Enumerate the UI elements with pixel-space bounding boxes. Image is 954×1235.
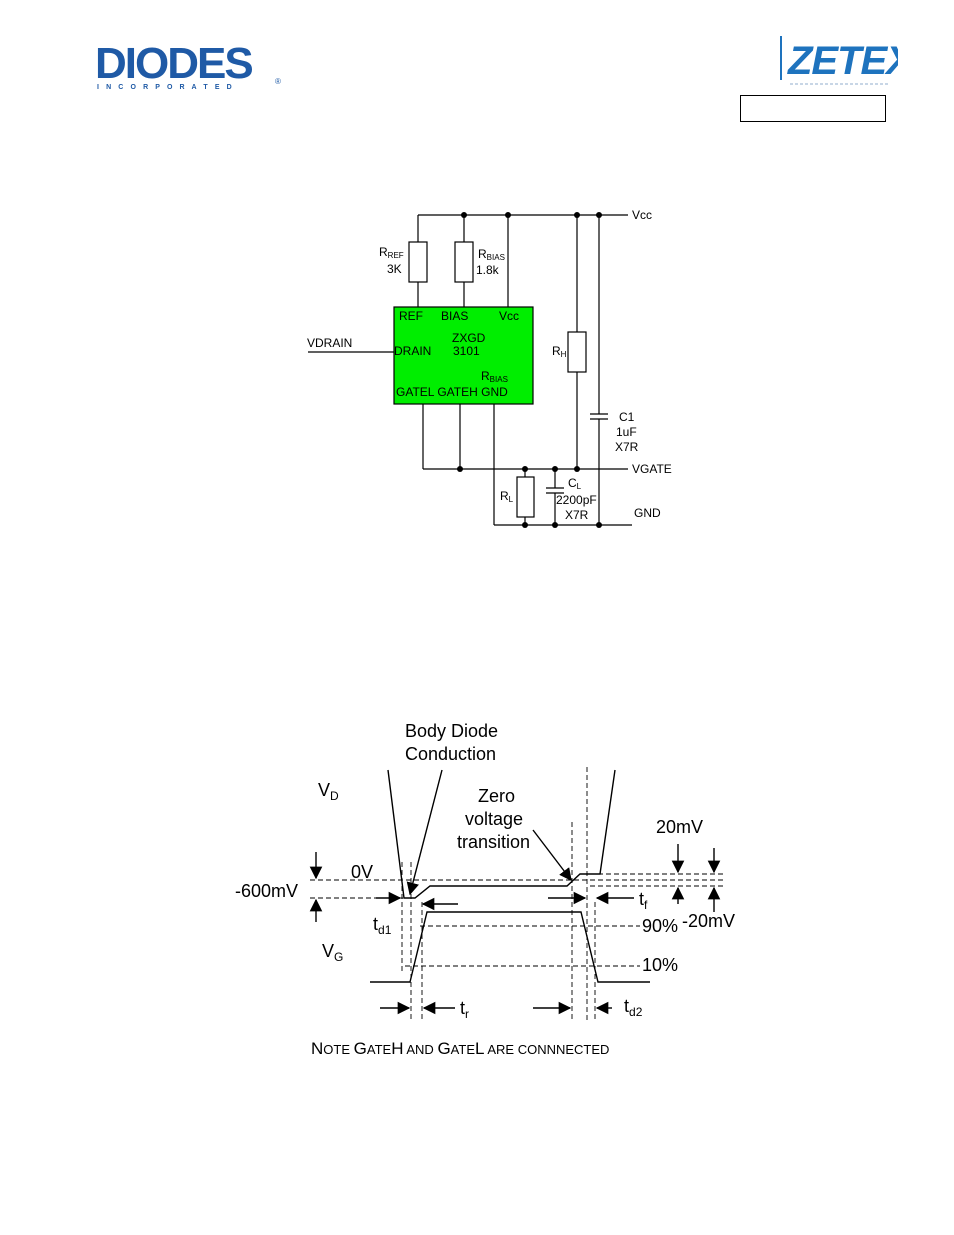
rl-label: RL — [500, 489, 514, 504]
junction-dot — [574, 466, 580, 472]
body-diode-pointer — [410, 770, 442, 894]
c1-type: X7R — [615, 440, 639, 454]
cl-label: CL — [568, 476, 582, 491]
junction-dot — [552, 466, 558, 472]
td2-label-sub: d2 — [629, 1005, 643, 1019]
ic-pin-rbias-sub: BIAS — [490, 375, 508, 384]
td2-label: td2 — [624, 996, 643, 1019]
zero-label-2: voltage — [465, 809, 523, 829]
ic-pin-vcc: Vcc — [499, 309, 519, 323]
ic-part-line2: 3101 — [453, 344, 480, 358]
ic-pin-ref: REF — [399, 309, 423, 323]
rref-resistor — [409, 242, 427, 282]
cl-label-sub: L — [577, 482, 582, 491]
junction-dot — [596, 212, 602, 218]
rh-label-main: R — [552, 344, 561, 358]
vg-label: VG — [322, 941, 343, 964]
c1-name: C1 — [619, 410, 635, 424]
zetex-logo-text: ZETEX — [787, 39, 898, 83]
td1-label: td1 — [373, 914, 392, 937]
zero-volt-label: 0V — [351, 862, 373, 882]
tf-label-sub: f — [644, 898, 648, 912]
note-and: AND — [403, 1042, 437, 1057]
ic-part-line1: ZXGD — [452, 331, 486, 345]
rh-resistor — [568, 332, 586, 372]
c1-value: 1uF — [616, 425, 637, 439]
zero-transition-pointer — [533, 830, 571, 880]
tr-label: tr — [460, 998, 469, 1021]
plus-20mv-label: 20mV — [656, 817, 703, 837]
ic-pin-rbias-main: R — [481, 369, 490, 383]
junction-dot — [457, 466, 463, 472]
junction-dot — [522, 522, 528, 528]
part-number-box — [740, 95, 886, 122]
diodes-logo: DIODES I N C O R P O R A T E D ® — [95, 42, 295, 94]
zetex-logo: ZETEX — [778, 34, 898, 90]
rref-value: 3K — [387, 262, 402, 276]
junction-dot — [552, 522, 558, 528]
junction-dot — [461, 212, 467, 218]
note-rest: ARE CONNNECTED — [484, 1042, 609, 1057]
junction-dot — [505, 212, 511, 218]
vgate-label: VGATE — [632, 462, 672, 476]
junction-dot — [522, 466, 528, 472]
vg-waveform — [370, 912, 650, 982]
note-ote: OTE — [323, 1042, 353, 1057]
zero-label-3: transition — [457, 832, 530, 852]
diodes-logo-text: DIODES — [95, 42, 252, 88]
rh-label-sub: H — [561, 350, 567, 359]
note-ate-h: ATE — [367, 1042, 392, 1057]
diodes-logo-sub: I N C O R P O R A T E D — [97, 84, 234, 91]
cl-type: X7R — [565, 508, 589, 522]
vd-label: VD — [318, 780, 339, 803]
gate-connection-note: NOTE GATEH AND GATEL ARE CONNNECTED — [311, 1039, 609, 1058]
vdrain-label: VDRAIN — [307, 336, 352, 350]
rh-label: RH — [552, 344, 567, 359]
ic-pin-drain: DRAIN — [394, 344, 431, 358]
ic-pin-bias: BIAS — [441, 309, 468, 323]
cl-label-main: C — [568, 476, 577, 490]
vg-label-main: V — [322, 941, 334, 961]
td1-label-sub: d1 — [378, 923, 392, 937]
ten-percent-label: 10% — [642, 955, 678, 975]
body-diode-label-2: Conduction — [405, 744, 496, 764]
vd-label-main: V — [318, 780, 330, 800]
ninety-percent-label: 90% — [642, 916, 678, 936]
ic-bottom-pins: GATEL GATEH GND — [396, 385, 508, 399]
rref-label-sub: REF — [388, 251, 404, 260]
rl-label-main: R — [500, 489, 509, 503]
note-ate-l: ATE — [451, 1042, 476, 1057]
note-h: H — [391, 1039, 403, 1058]
test-circuit-schematic: REF BIAS Vcc ZXGD 3101 DRAIN RBIAS GATEL… — [300, 200, 680, 540]
vd-label-sub: D — [330, 789, 339, 803]
rbias-label-main: R — [478, 247, 487, 261]
rl-label-sub: L — [509, 495, 514, 504]
note-l: L — [475, 1039, 484, 1058]
switching-timing-diagram: Body Diode Conduction VD Zero voltage tr… — [230, 712, 740, 1072]
rl-resistor — [517, 477, 534, 517]
rref-label: RREF — [379, 245, 404, 260]
zero-label-1: Zero — [478, 786, 515, 806]
tr-label-sub: r — [465, 1007, 469, 1021]
gnd-label: GND — [634, 506, 661, 520]
junction-dot — [596, 522, 602, 528]
note-g2: G — [437, 1039, 450, 1058]
rbias-resistor — [455, 242, 473, 282]
cl-value: 2200pF — [556, 493, 597, 507]
vg-label-sub: G — [334, 950, 343, 964]
minus-20mv-label: -20mV — [682, 911, 735, 931]
rref-label-main: R — [379, 245, 388, 259]
rbias-value: 1.8k — [476, 263, 500, 277]
note-g1: G — [354, 1039, 367, 1058]
minus-600mv-label: -600mV — [235, 881, 298, 901]
junction-dot — [574, 212, 580, 218]
diodes-logo-reg: ® — [275, 77, 281, 86]
rbias-label-sub: BIAS — [487, 253, 505, 262]
tf-label: tf — [639, 889, 648, 912]
note-n: N — [311, 1039, 323, 1058]
vcc-label: Vcc — [632, 208, 652, 222]
body-diode-label-1: Body Diode — [405, 721, 498, 741]
rbias-label: RBIAS — [478, 247, 505, 262]
